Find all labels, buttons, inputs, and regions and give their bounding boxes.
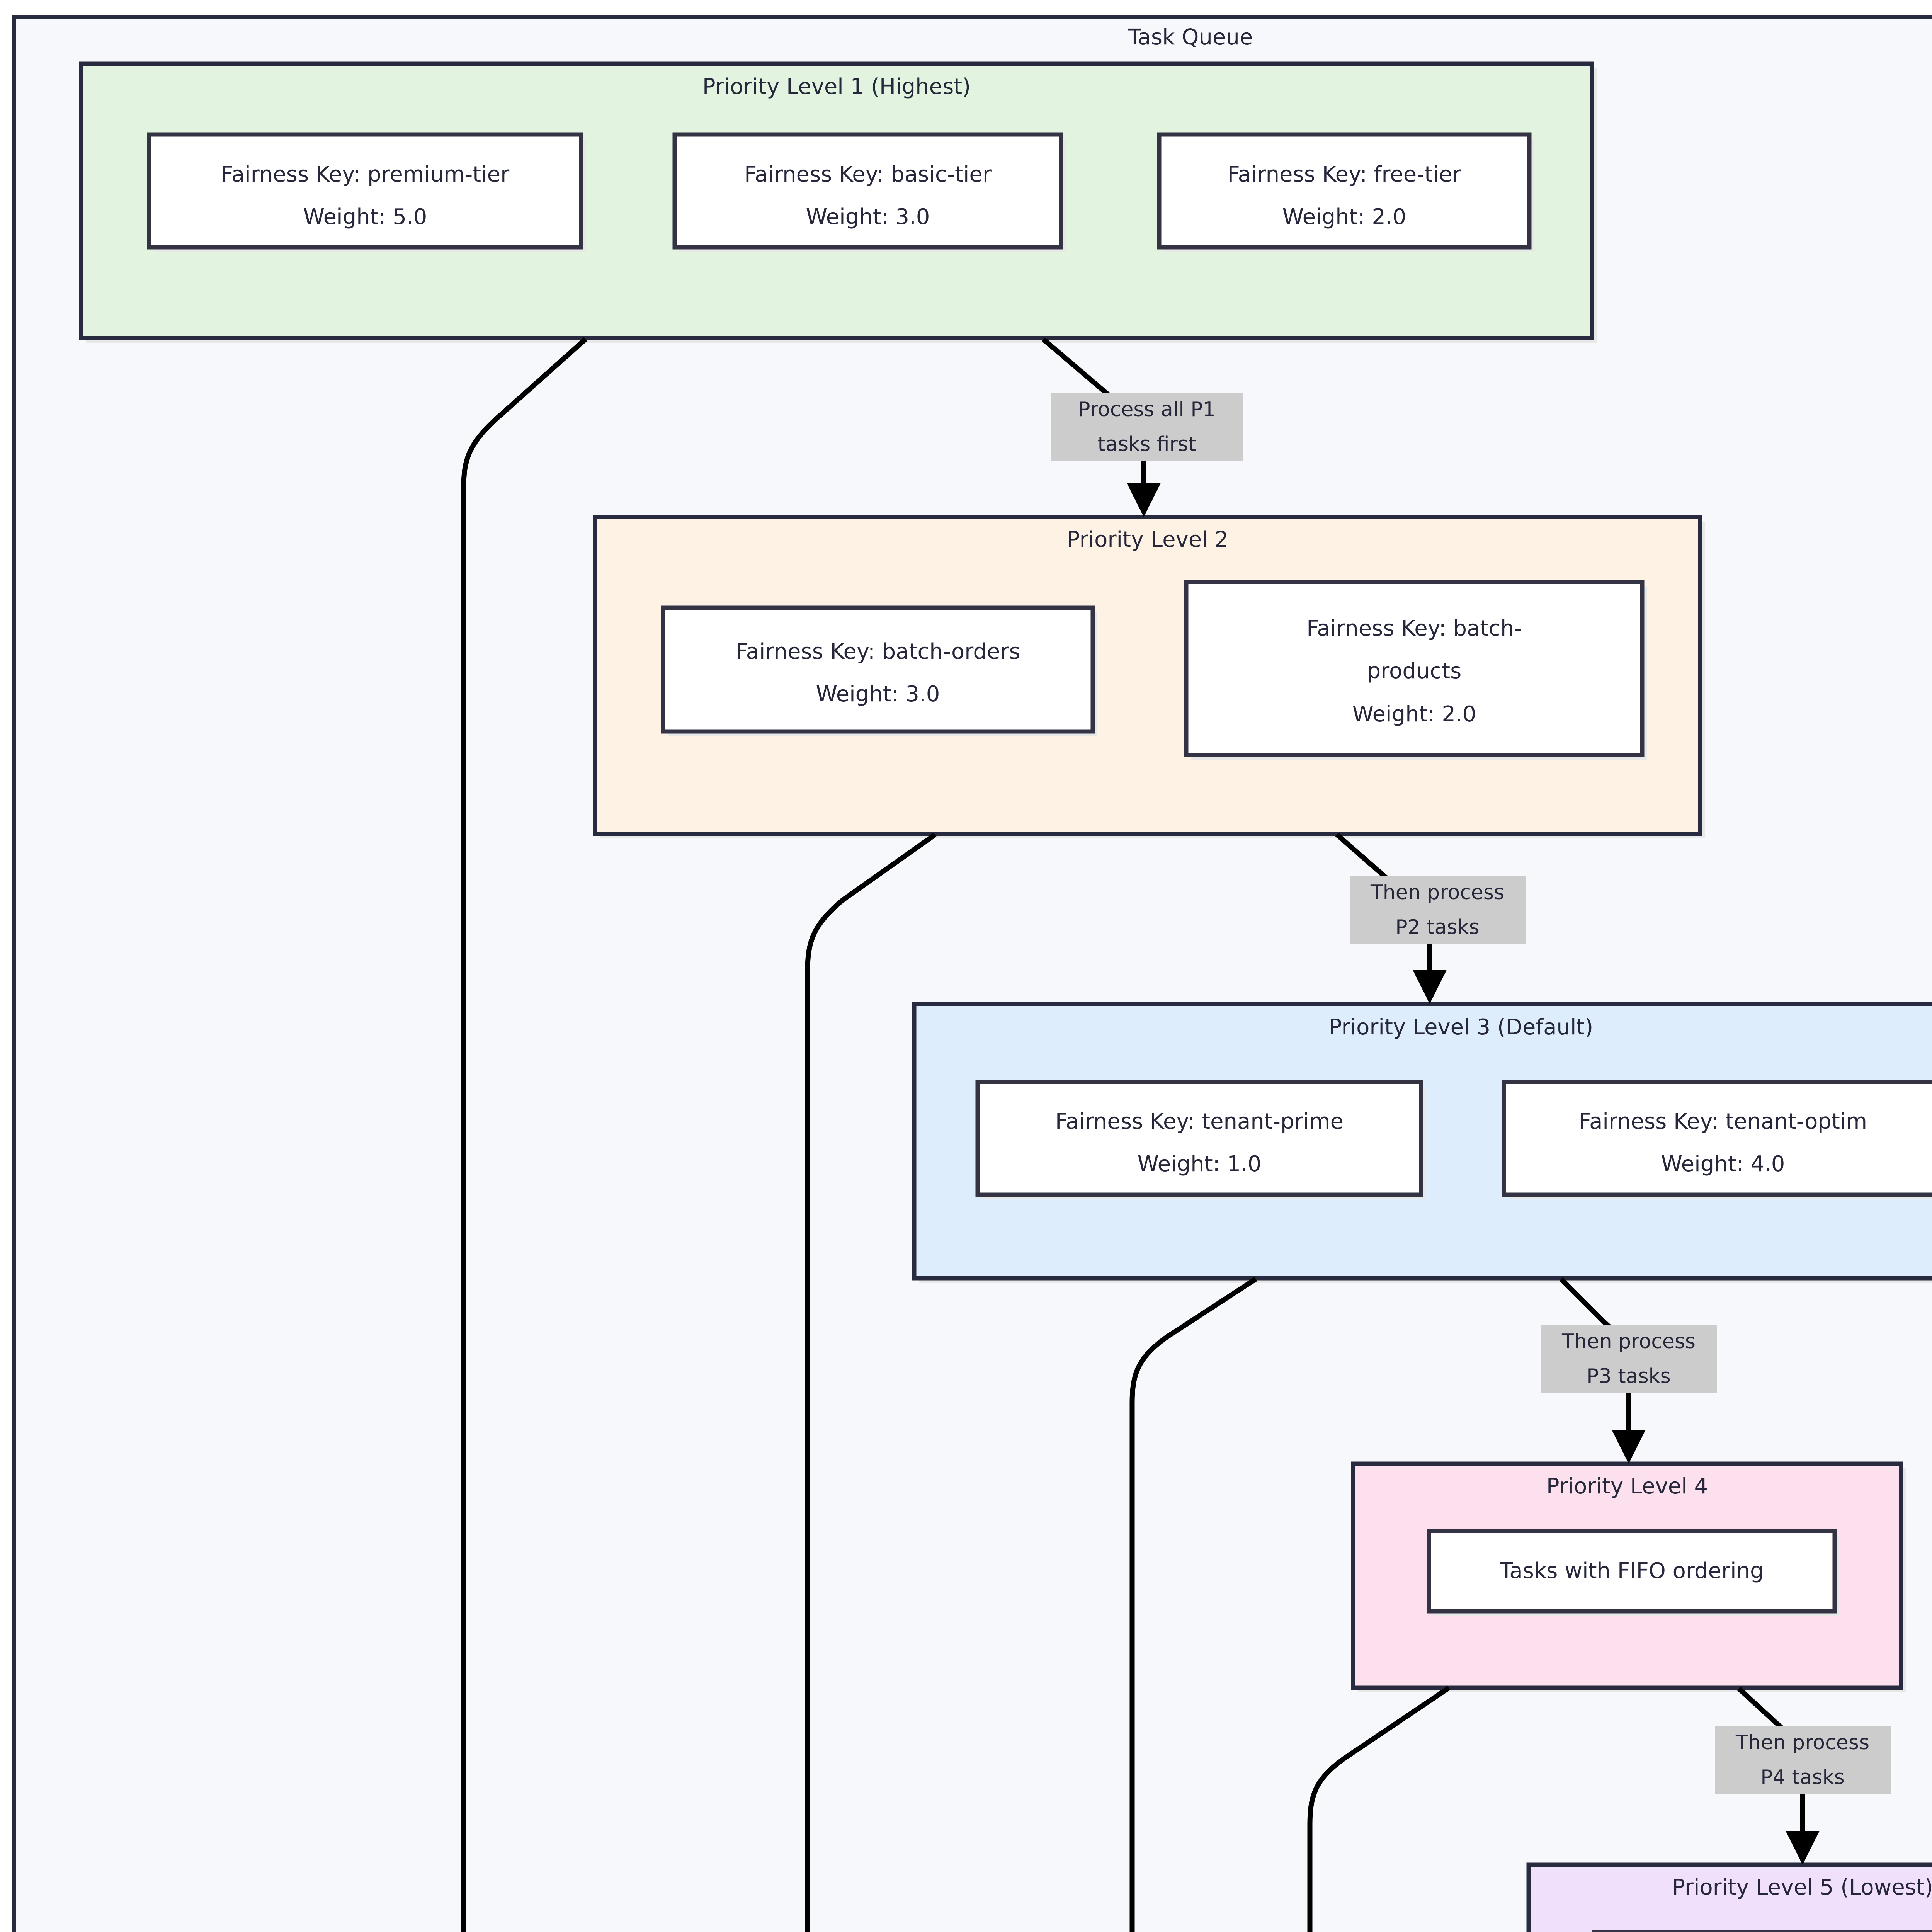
edge-p2-workers-path [805,832,937,1932]
edge-p4-to-workers [1307,1685,1451,1932]
p3-optim-key: Fairness Key: tenant-optim [1579,1109,1867,1134]
edge-label-p3-p4: Then process P3 tasks [1541,1325,1717,1393]
p2-orders-key: Fairness Key: batch-orders [735,639,1020,664]
p1-basic-weight: Weight: 3.0 [806,204,930,230]
p1-basic-rect[interactable] [672,132,1063,250]
p1-premium-key: Fairness Key: premium-tier [221,162,510,187]
edge-label-p2-p3-line1: Then process [1370,881,1504,904]
edge-label-p2-p3-line2: P2 tasks [1395,916,1480,939]
task-queue-title: Task Queue [1128,25,1253,50]
p4-title: Priority Level 4 [1546,1474,1708,1499]
node-p1-free-tier[interactable]: Fairness Key: free-tier Weight: 2.0 [1157,132,1534,252]
edge-p1-p2-arrow [1127,483,1161,517]
p4-fifo-label: Tasks with FIFO ordering [1499,1558,1764,1583]
p5-rect [1526,1862,1932,1932]
edge-p1-to-workers [461,337,587,1932]
cluster-priority-level-2: Priority Level 2 Fairness Key: batch-ord… [593,515,1705,838]
edge-label-p4-p5-line1: Then process [1735,1731,1869,1754]
edge-p4-workers-path [1307,1685,1451,1932]
p4-fifo-rect[interactable] [1427,1529,1837,1614]
edge-label-p1-p2-bg [1051,393,1243,461]
node-p3-tenant-optim[interactable]: Fairness Key: tenant-optim Weight: 4.0 [1502,1080,1932,1199]
edge-p4-p5-arrow [1786,1831,1820,1865]
p1-premium-rect[interactable] [147,132,583,250]
cluster-priority-level-1: Priority Level 1 (Highest) Fairness Key:… [79,61,1597,343]
edge-p3-workers-path [1129,1277,1257,1932]
p2-products-rect[interactable] [1184,580,1645,757]
p1-free-rect[interactable] [1157,132,1532,250]
edge-p1-workers-path [461,337,587,1932]
p2-orders-rect[interactable] [661,605,1095,734]
p5-title: Priority Level 5 (Lowest) [1672,1875,1932,1900]
p1-premium-weight: Weight: 5.0 [303,204,427,230]
node-p1-premium-tier[interactable]: Fairness Key: premium-tier Weight: 5.0 [147,132,586,252]
p3-prime-key: Fairness Key: tenant-prime [1055,1109,1344,1134]
p3-title: Priority Level 3 (Default) [1329,1015,1593,1040]
edge-label-p1-p2-line1: Process all P1 [1078,398,1216,421]
p1-free-weight: Weight: 2.0 [1282,204,1406,230]
edge-label-p1-p2: Process all P1 tasks first [1051,393,1243,461]
edge-label-p1-p2-line2: tasks first [1098,433,1196,456]
node-p2-batch-products[interactable]: Fairness Key: batch- products Weight: 2.… [1184,580,1647,760]
p2-products-weight: Weight: 2.0 [1352,702,1476,727]
p2-orders-weight: Weight: 3.0 [816,682,940,707]
edge-label-p4-p5: Then process P4 tasks [1715,1726,1891,1794]
edge-p2-p3-arrow [1413,970,1447,1004]
edge-p2-to-workers [805,832,937,1932]
p1-basic-key: Fairness Key: basic-tier [744,162,992,187]
node-p2-batch-orders[interactable]: Fairness Key: batch-orders Weight: 3.0 [661,605,1097,736]
node-p4-fifo[interactable]: Tasks with FIFO ordering [1427,1529,1839,1616]
cluster-priority-level-5: Priority Level 5 (Lowest) Tasks with FIF… [1526,1862,1932,1932]
p3-optim-rect[interactable] [1502,1080,1932,1197]
edge-label-p3-p4-line2: P3 tasks [1587,1365,1671,1388]
p2-title: Priority Level 2 [1067,527,1228,552]
p3-prime-rect[interactable] [975,1080,1423,1197]
edge-p3-to-workers [1129,1277,1257,1932]
p2-products-key-a: Fairness Key: batch- [1306,616,1522,641]
node-p1-basic-tier[interactable]: Fairness Key: basic-tier Weight: 3.0 [672,132,1066,252]
edge-label-p4-p5-bg [1715,1726,1891,1794]
edge-label-p4-p5-line2: P4 tasks [1760,1766,1845,1789]
node-p3-tenant-prime[interactable]: Fairness Key: tenant-prime Weight: 1.0 [975,1080,1426,1199]
edge-label-p2-p3: Then process P2 tasks [1350,876,1526,944]
edge-label-p3-p4-bg [1541,1325,1717,1393]
p3-optim-weight: Weight: 4.0 [1661,1151,1785,1177]
cluster-priority-level-4: Priority Level 4 Tasks with FIFO orderin… [1351,1461,1906,1692]
p2-products-key-b: products [1367,658,1462,684]
p1-title: Priority Level 1 (Highest) [702,74,971,99]
edge-label-p3-p4-line1: Then process [1561,1330,1696,1353]
p3-prime-weight: Weight: 1.0 [1138,1151,1262,1177]
cluster-priority-level-3: Priority Level 3 (Default) Fairness Key:… [912,1002,1932,1283]
edge-p3-p4-arrow [1612,1430,1646,1464]
p1-free-key: Fairness Key: free-tier [1228,162,1462,187]
edge-label-p2-p3-bg [1350,876,1526,944]
